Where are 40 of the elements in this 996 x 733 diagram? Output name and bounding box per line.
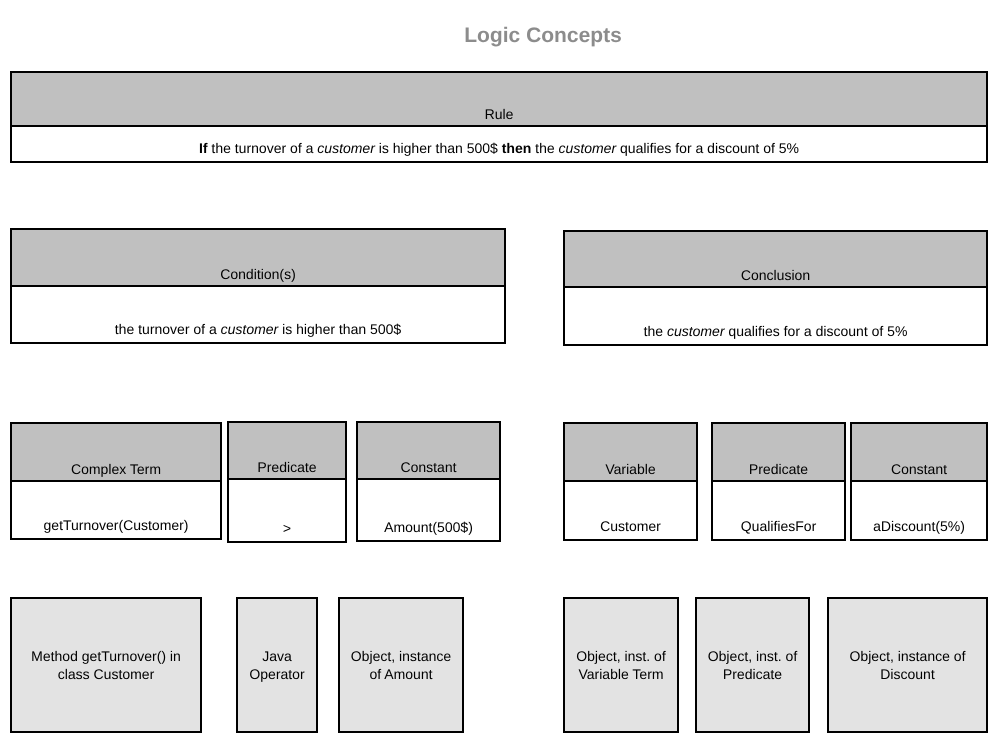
implementation-box [236,597,318,733]
concept-heading: Predicate [257,459,317,475]
concept-table [563,422,698,541]
concept-table [10,422,222,540]
implementation-text: Java Operator [248,646,306,684]
concept-table [563,230,988,346]
concept-heading: Predicate [748,461,808,477]
concept-example: Customer [600,518,661,534]
implementation-text: Object, instance of Amount [350,646,452,684]
diagram-title: Logic Concepts [463,24,623,48]
concept-example: the turnover of a customer is higher than 500$ [114,321,402,337]
implementation-text: Method getTurnover() in class Customer [30,646,182,684]
concept-table [356,421,501,542]
implementation-text: Object, inst. of Variable Term [575,646,667,684]
concept-example: If the turnover of a customer is higher than 500$ then the customer qualifies for a discount of 5% [198,140,800,156]
concept-example: QualifiesFor [740,518,816,534]
concept-table [10,228,506,344]
concept-table [850,422,988,541]
implementation-box [563,597,679,733]
concept-example: getTurnover(Customer) [44,517,188,533]
concept-example: the customer qualifies for a discount of 5% [644,323,908,339]
concept-table [711,422,846,541]
concept-heading: Rule [484,106,514,122]
concept-heading: Constant [400,459,457,475]
concept-heading: Complex Term [71,461,161,477]
implementation-text: Object, instance of Discount [848,646,966,684]
concept-heading: Conclusion [740,267,810,283]
implementation-box [10,597,202,733]
concept-heading: Constant [890,461,948,477]
implementation-box [827,597,988,733]
concept-table [10,71,988,163]
concept-table [227,421,347,543]
concept-example: aDiscount(5%) [873,518,965,534]
concept-heading: Variable [605,461,656,477]
concept-example: > [282,520,292,536]
implementation-text: Object, inst. of Predicate [706,646,798,684]
implementation-box [695,597,810,733]
implementation-box [338,597,464,733]
concept-example: Amount(500$) [384,519,473,535]
concept-heading: Condition(s) [220,266,296,282]
